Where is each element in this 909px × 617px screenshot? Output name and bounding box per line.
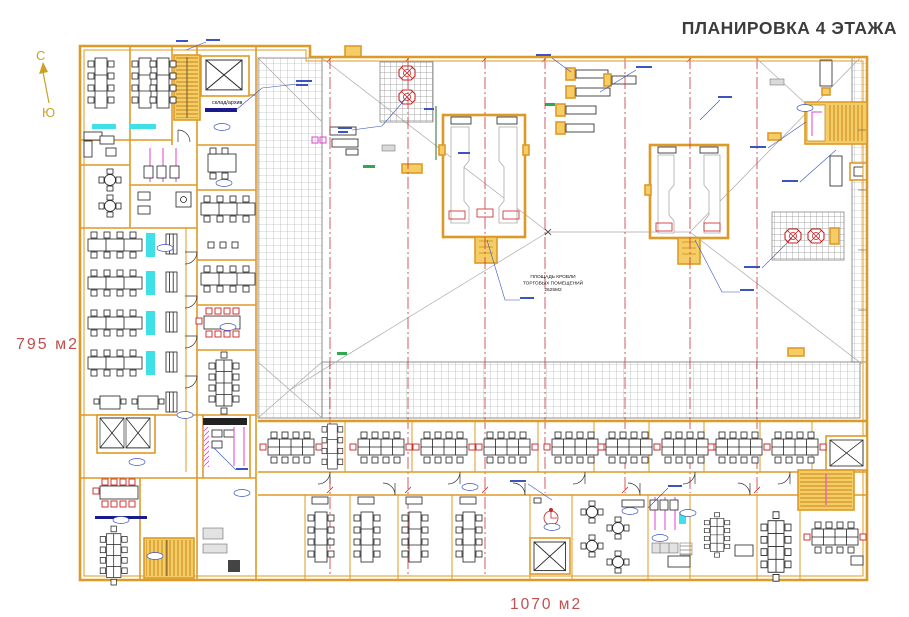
desk-bank bbox=[321, 423, 344, 470]
conference-table bbox=[653, 431, 717, 464]
page-title: ПЛАНИРОВКА 4 ЭТАЖА bbox=[682, 18, 897, 38]
roof-chimney bbox=[819, 59, 833, 87]
cafe-area bbox=[580, 499, 645, 574]
elevators-bottom-left bbox=[96, 414, 156, 454]
annotation-leaders bbox=[176, 39, 837, 509]
conference-table bbox=[259, 431, 323, 464]
conference-table bbox=[208, 351, 240, 415]
conference-table bbox=[543, 431, 607, 464]
bottom-left-block bbox=[92, 418, 247, 586]
area-label-left: 795 м2 bbox=[16, 336, 79, 353]
desk-bank bbox=[200, 195, 256, 223]
elevator-top-left bbox=[200, 55, 250, 97]
conference-table bbox=[763, 431, 827, 464]
conference-table bbox=[349, 431, 413, 464]
left-office-desks bbox=[87, 231, 178, 413]
roof-hatch bbox=[829, 227, 840, 245]
stair-bottom-right bbox=[797, 469, 855, 511]
conference-table bbox=[703, 512, 731, 558]
accessible-wc bbox=[533, 497, 559, 526]
compass-north-label: С bbox=[36, 48, 45, 63]
desk-bank bbox=[87, 269, 143, 297]
cabinet bbox=[165, 271, 178, 293]
fan-pad-top bbox=[379, 61, 434, 123]
room-number-tags bbox=[112, 104, 814, 560]
conference-table bbox=[707, 431, 771, 464]
compass-arrow-icon bbox=[42, 71, 50, 104]
svg-text:2625М2: 2625М2 bbox=[544, 287, 562, 293]
ridge-cross-mark bbox=[544, 228, 552, 236]
desk-bank bbox=[353, 511, 381, 563]
compass-south-label: Ю bbox=[42, 105, 55, 120]
toilets-top-left bbox=[137, 148, 192, 215]
desk-bank bbox=[87, 57, 115, 109]
round-table bbox=[580, 500, 604, 524]
break-area bbox=[98, 168, 122, 218]
stair-top-right bbox=[804, 101, 868, 145]
conference-table bbox=[597, 431, 661, 464]
desk-bank bbox=[401, 511, 429, 563]
skylight-1 bbox=[438, 113, 530, 264]
desk-bank bbox=[87, 309, 143, 337]
cabinet bbox=[165, 391, 178, 413]
elevator-bottom-right bbox=[825, 435, 868, 471]
conference-table bbox=[412, 431, 476, 464]
elevator-bottom-mid bbox=[529, 537, 571, 575]
top-left-offices bbox=[83, 57, 177, 158]
desk-bank bbox=[200, 265, 256, 293]
office-strip-row2 bbox=[307, 496, 867, 582]
area-label-bottom: 1070 м2 bbox=[510, 596, 582, 613]
roof-fan-icon bbox=[784, 228, 802, 244]
conference-table bbox=[760, 511, 792, 582]
kitchen bbox=[651, 542, 693, 568]
cabinet bbox=[165, 351, 178, 373]
desk-bank bbox=[87, 349, 143, 377]
meeting-room-top-left bbox=[207, 147, 237, 180]
stair-bottom-left bbox=[143, 537, 195, 579]
roof-area-label: ПЛОЩАДЬ КРОВЛИ ТОРГОВЫХ ПОМЕЩЕНИЙ 2625М2 bbox=[523, 274, 584, 293]
round-table bbox=[98, 168, 122, 192]
cabinet bbox=[165, 311, 178, 333]
conference-table bbox=[803, 521, 867, 554]
desk-bank bbox=[455, 511, 483, 563]
dimension-ticks bbox=[858, 129, 866, 311]
fan-pad-right bbox=[771, 211, 845, 261]
corridor-doors bbox=[177, 129, 791, 496]
storage-room-label: склад/архив bbox=[212, 100, 243, 106]
storage-room: склад/архив bbox=[205, 100, 243, 112]
axis-grid bbox=[326, 55, 761, 577]
svg-text:ТОРГОВЫХ ПОМЕЩЕНИЙ: ТОРГОВЫХ ПОМЕЩЕНИЙ bbox=[523, 279, 584, 287]
round-table bbox=[580, 534, 604, 558]
svg-text:ПЛОЩАДЬ КРОВЛИ: ПЛОЩАДЬ КРОВЛИ bbox=[530, 274, 576, 280]
round-table bbox=[606, 550, 630, 574]
toilets-bottom bbox=[649, 497, 686, 530]
round-table bbox=[606, 516, 630, 540]
meeting-table bbox=[99, 485, 139, 500]
roof-fan-icon bbox=[807, 228, 825, 244]
inner-wing-rooms bbox=[195, 195, 256, 415]
round-table bbox=[98, 194, 122, 218]
skylight-2 bbox=[644, 143, 730, 265]
desk-bank bbox=[87, 231, 143, 259]
stair-top-left bbox=[173, 54, 201, 121]
roof-fan-icon bbox=[398, 65, 416, 81]
compass: С Ю bbox=[36, 48, 55, 120]
